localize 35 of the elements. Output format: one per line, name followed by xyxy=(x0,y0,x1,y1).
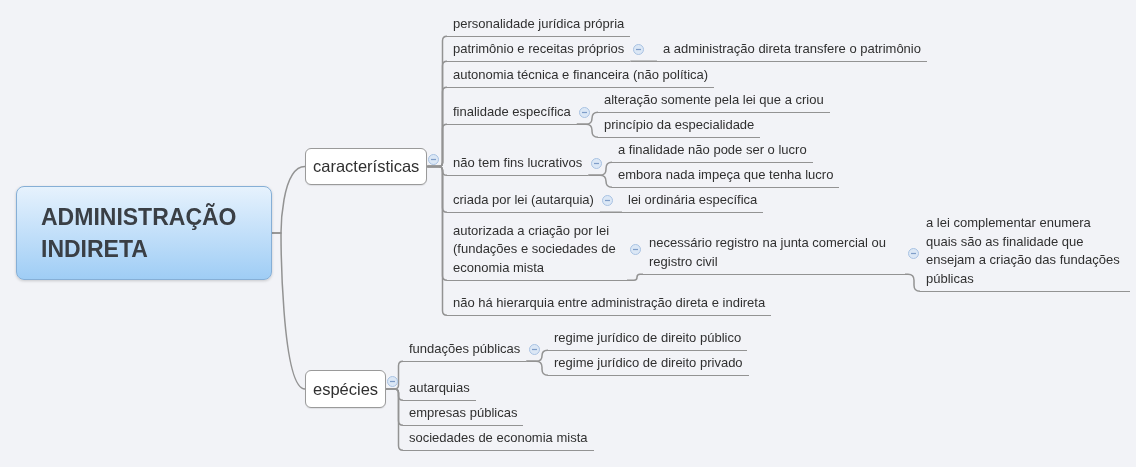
topic-box: características xyxy=(305,148,428,185)
underlined-topic: não há hierarquia entre administração direta e indireta xyxy=(447,293,772,316)
underlined-topic: embora nada impeça que tenha lucro xyxy=(612,165,840,188)
connector-line xyxy=(599,211,623,213)
connector-line xyxy=(271,232,306,390)
underlined-topic: regime jurídico de direito público xyxy=(548,328,748,351)
connector-line xyxy=(576,123,599,138)
underlined-topic: a administração direta transfere o patrimônio xyxy=(657,39,927,62)
connector-line xyxy=(587,174,613,188)
underlined-topic: a lei complementar enumera quais são as finalidade que ensejam a criação das fundações públicas xyxy=(920,214,1130,292)
connector-line xyxy=(626,273,644,281)
central-topic-box: ADMINISTRAÇÃO INDIRETA xyxy=(16,186,272,280)
underlined-topic: personalidade jurídica própria xyxy=(447,14,631,37)
underlined-topic: regime jurídico de direito privado xyxy=(548,353,749,376)
underlined-topic: autorizada a criação por lei (fundações e sociedades de economia mista xyxy=(447,221,627,281)
underlined-topic: fundações públicas xyxy=(403,339,527,362)
underlined-topic: criada por lei (autarquia) xyxy=(447,190,600,213)
underlined-topic: alteração somente pela lei que a criou xyxy=(598,90,830,113)
underlined-topic: não tem fins lucrativos xyxy=(447,153,589,176)
connector-line xyxy=(426,165,448,316)
underlined-topic: princípio da especialidade xyxy=(598,115,761,138)
underlined-topic: sociedades de economia mista xyxy=(403,428,594,451)
topic-box: espécies xyxy=(305,370,387,408)
connector-line xyxy=(525,360,549,376)
connector-line xyxy=(904,273,921,292)
underlined-topic: finalidade específica xyxy=(447,102,577,125)
connector-line xyxy=(629,60,658,62)
underlined-topic: autarquias xyxy=(403,378,476,401)
underlined-topic: lei ordinária específica xyxy=(622,190,764,213)
underlined-topic: necessário registro na junta comercial ou registro civil xyxy=(643,234,905,275)
underlined-topic: a finalidade não pode ser o lucro xyxy=(612,140,813,163)
underlined-topic: patrimônio e receitas próprios xyxy=(447,39,631,62)
underlined-topic: empresas públicas xyxy=(403,403,524,426)
underlined-topic: autonomia técnica e financeira (não política) xyxy=(447,65,715,88)
connector-line xyxy=(385,388,404,451)
